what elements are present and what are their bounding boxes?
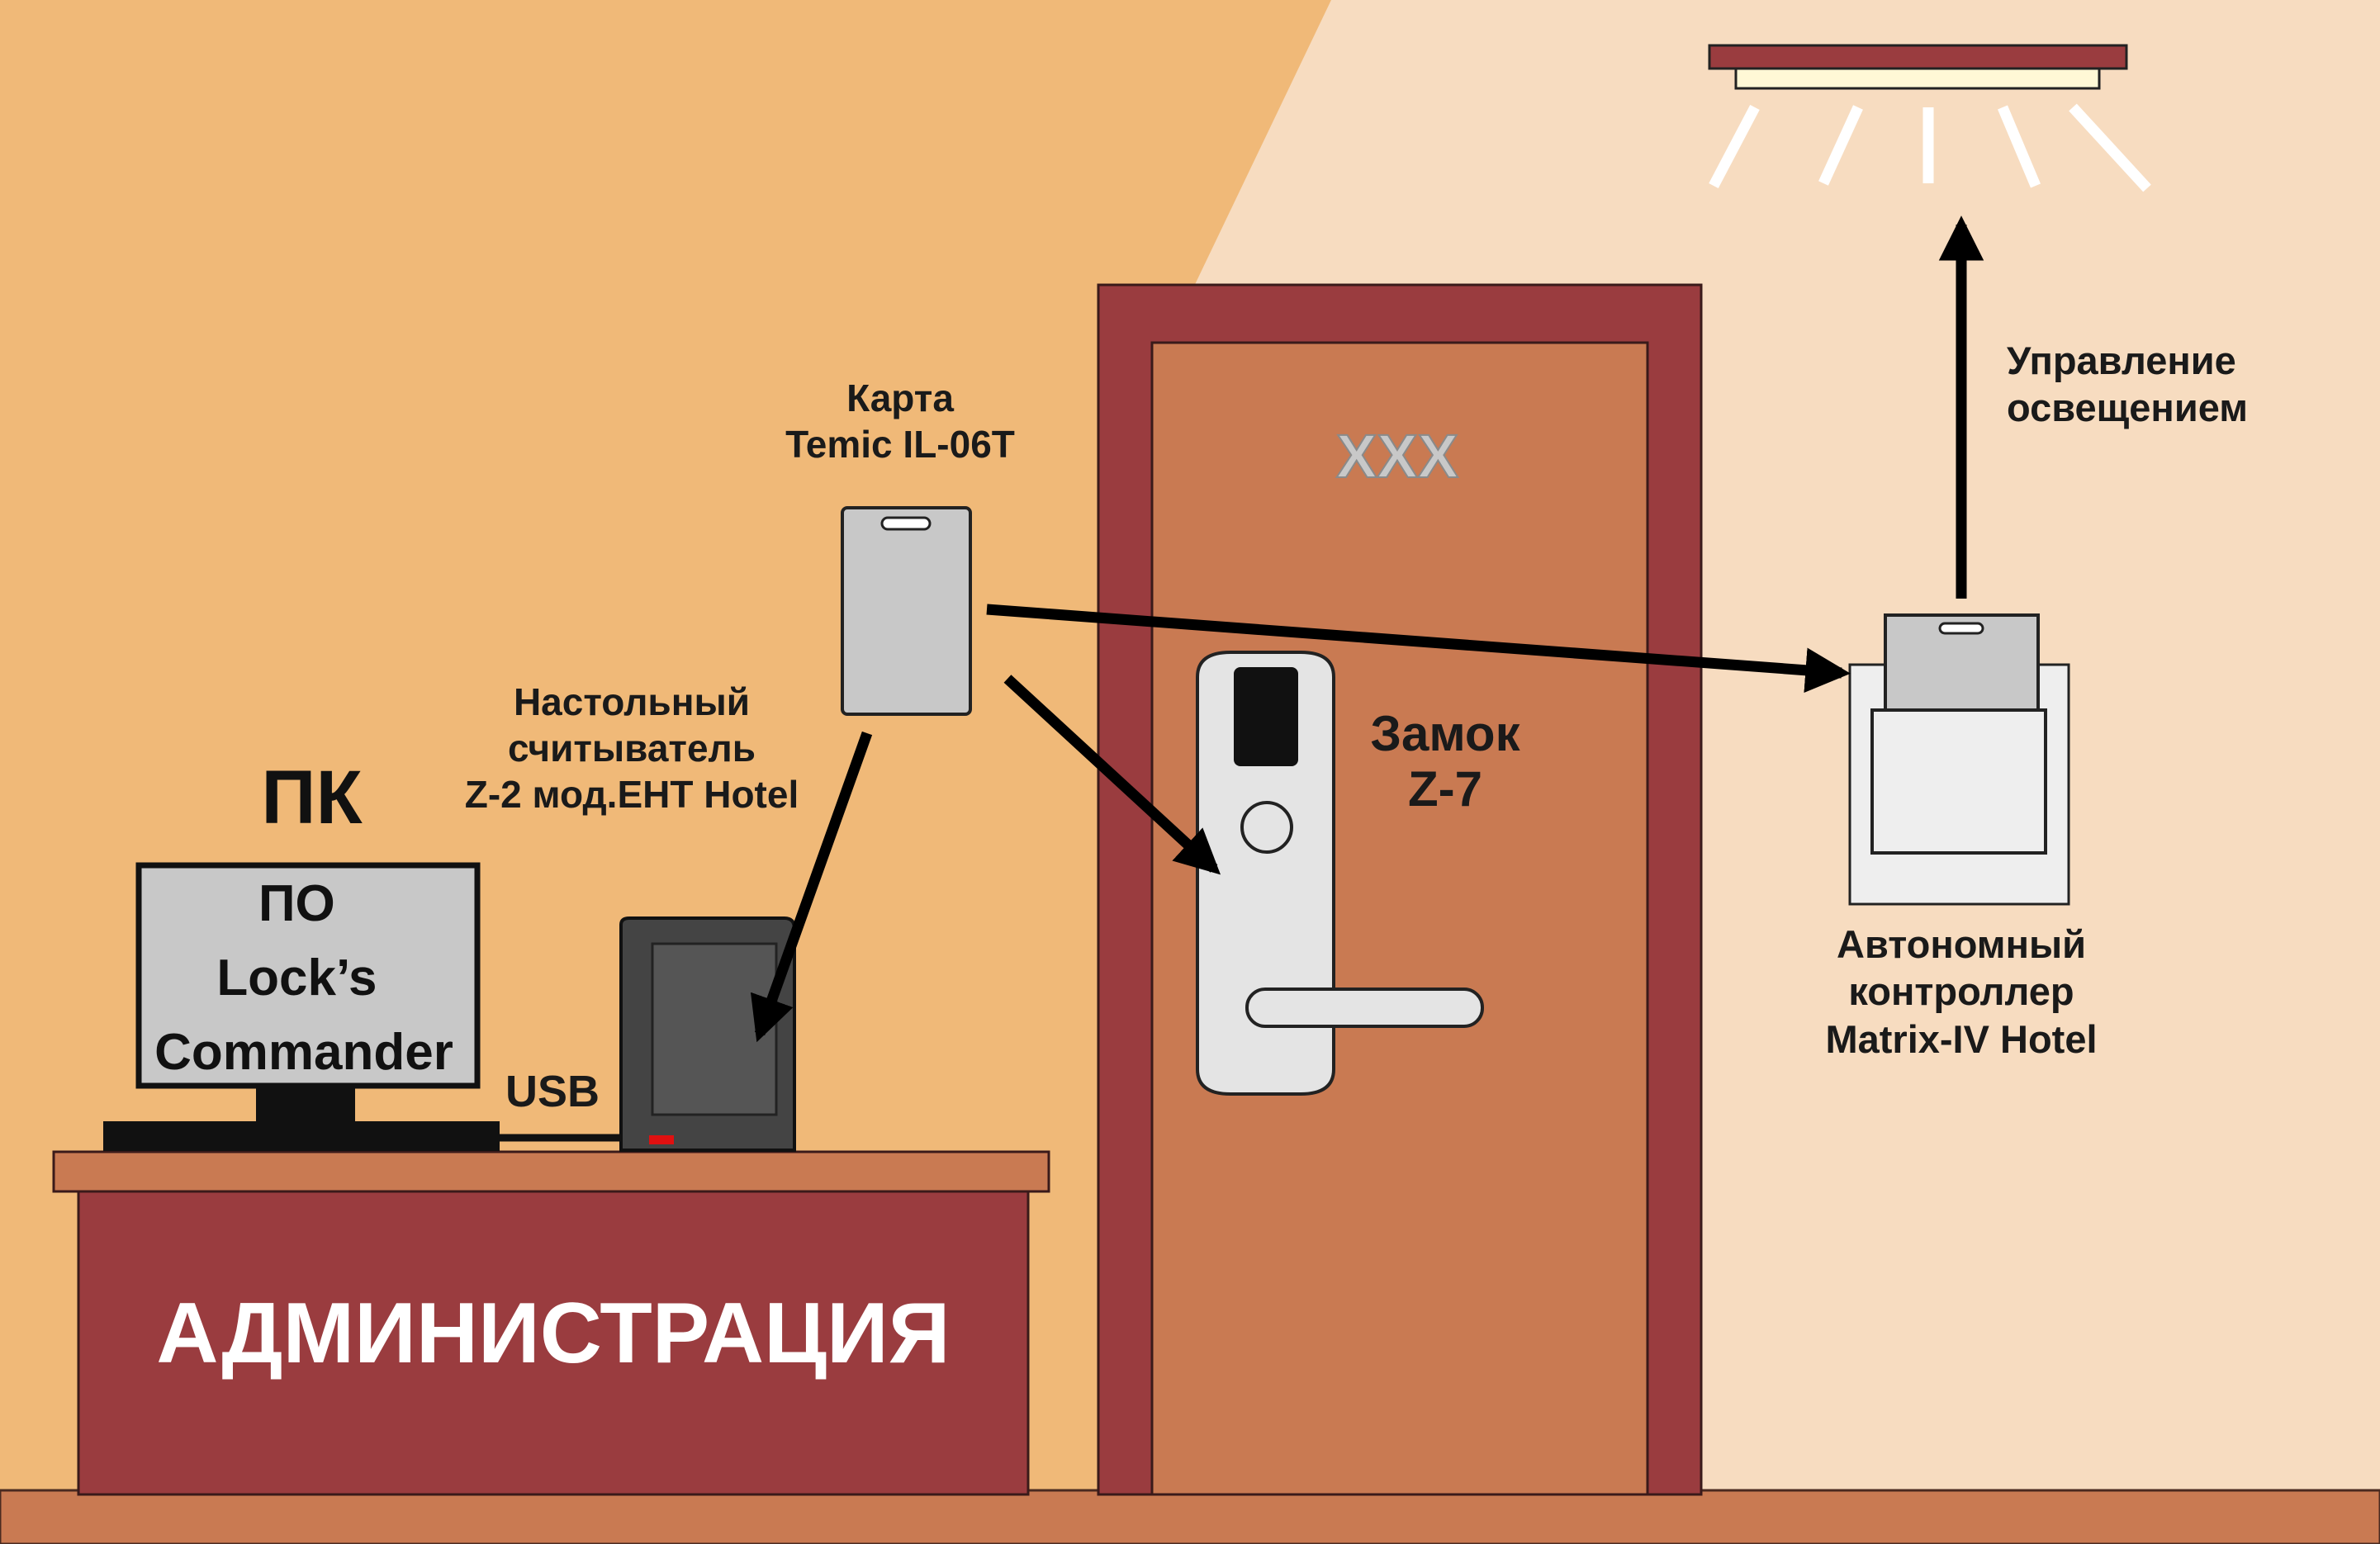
lighting-label-line: Управление: [2007, 339, 2236, 382]
ceiling-lamp: [1708, 44, 2151, 192]
card-slot-icon: [1234, 667, 1298, 766]
lock-label-line: Z-7: [1408, 761, 1482, 817]
card-label-line: Карта: [846, 377, 954, 419]
controller-label-line: Автономный: [1837, 922, 2086, 966]
keyhole-icon: [1240, 801, 1293, 854]
pc-title: ПК: [261, 755, 363, 840]
desk-sign: АДМИНИСТРАЦИЯ: [156, 1286, 950, 1381]
card-hole-icon: [1938, 622, 1984, 635]
door-handle: [1245, 987, 1484, 1028]
controller-label-line: контроллер: [1848, 969, 2074, 1014]
monitor-stand: [256, 1082, 355, 1127]
key-card: [841, 506, 972, 716]
pc-screen-line: Lock’s: [216, 950, 377, 1006]
reader-label-line: считыватель: [507, 727, 756, 770]
lock-label-line: Замок: [1370, 706, 1520, 761]
reception-desk: АДМИНИСТРАЦИЯ: [52, 1150, 1050, 1496]
room-controller: [1848, 613, 2070, 906]
door-lock: [1196, 651, 1484, 1096]
reader-led-icon: [649, 1135, 674, 1144]
controller-label: Автономный контроллер Matrix-IV Hotel: [1788, 921, 2135, 1063]
light-rays-icon: [1709, 103, 2151, 192]
card-label-line: Temic IL-06T: [785, 423, 1015, 467]
room-number: XXX: [1336, 422, 1458, 490]
lock-label: Замок Z-7: [1354, 706, 1536, 817]
pc-workstation: ПО Lock’s Commander: [103, 862, 500, 1151]
lighting-label: Управление освещением: [2007, 337, 2304, 432]
card-label: Карта Temic IL-06T: [768, 375, 1032, 467]
reader-label: Настольный считыватель Z-2 мод.EHT Hotel: [446, 679, 818, 817]
lighting-label-line: освещением: [2007, 386, 2249, 430]
flow-arrows: [750, 215, 1984, 1043]
pc-screen-line: Commander: [154, 1024, 453, 1081]
arrow-card-to-reader: [750, 731, 873, 1043]
card-pocket: [1870, 708, 2047, 855]
desktop-reader: [619, 916, 796, 1152]
hotel-door: XXX: [1097, 283, 1703, 1496]
monitor-screen: [135, 862, 481, 1089]
reader-label-line: Z-2 мод.EHT Hotel: [464, 773, 799, 817]
controller-label-line: Matrix-IV Hotel: [1825, 1016, 2098, 1061]
usb-label: USB: [505, 1067, 600, 1116]
arrow-card-to-controller: [986, 604, 1851, 693]
card-hole-icon: [880, 516, 932, 531]
reader-label-line: Настольный: [513, 680, 751, 723]
pc-software-label: ПО Lock’s Commander: [154, 875, 453, 1081]
pc-screen-line: ПО: [258, 875, 335, 932]
floor: [0, 1489, 2380, 1544]
arrow-card-to-lock: [1003, 675, 1221, 875]
